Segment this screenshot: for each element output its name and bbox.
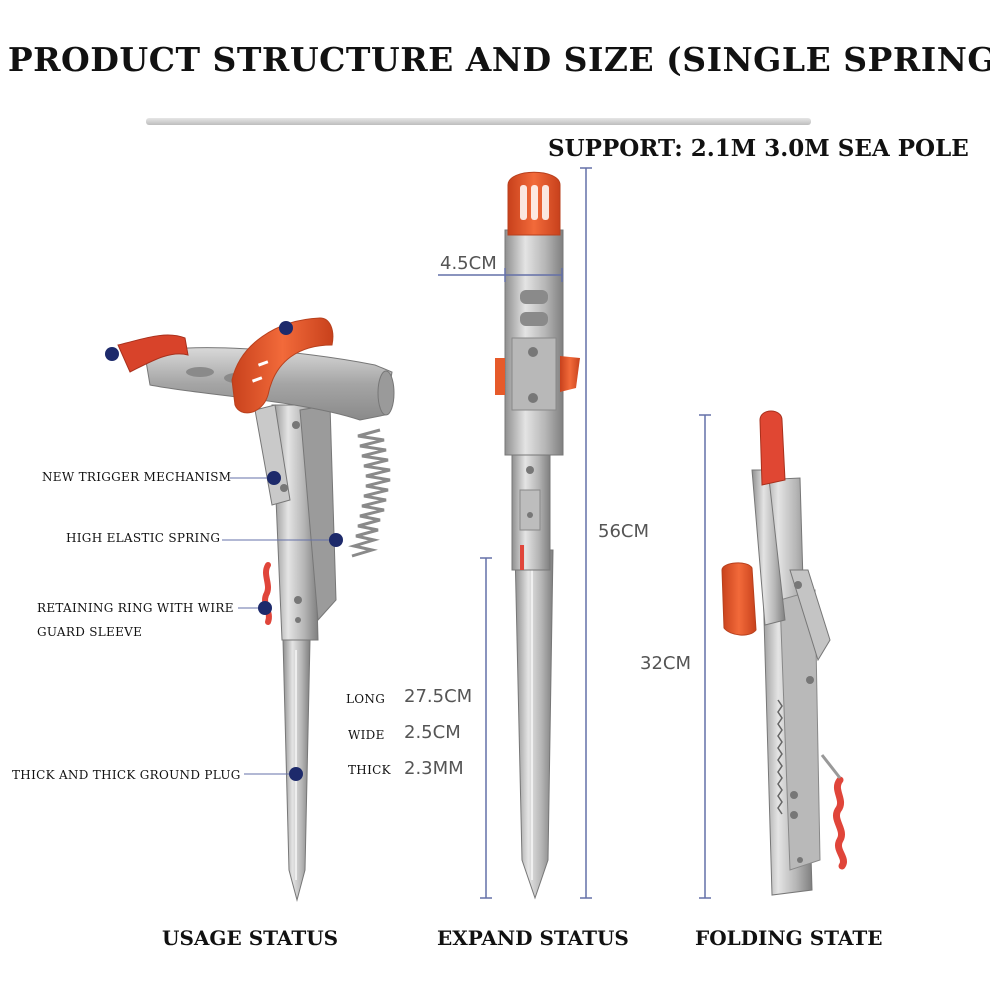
label-trigger-mechanism: NEW TRIGGER MECHANISM <box>42 470 232 484</box>
spec-thick-value: 2.3MM <box>404 758 464 779</box>
page-title: PRODUCT STRUCTURE AND SIZE (SINGLE SPRIN… <box>7 40 990 79</box>
dim-folded-length: 32CM <box>640 653 692 674</box>
usage-status-holder <box>105 317 395 902</box>
caption-usage-status: USAGE STATUS <box>162 926 339 950</box>
expand-status-holder <box>438 167 592 900</box>
label-retaining-ring-line2: GUARD SLEEVE <box>37 625 143 639</box>
caption-expand-status: EXPAND STATUS <box>437 926 629 950</box>
spec-long-value: 27.5CM <box>404 686 473 707</box>
callout-dot-spring <box>329 533 343 547</box>
spec-long-label: LONG <box>346 692 386 706</box>
title-divider <box>146 118 811 125</box>
callout-dot-plug <box>289 767 303 781</box>
callout-dot-tip <box>105 347 119 361</box>
callout-dot-ring <box>258 601 272 615</box>
label-ground-plug: THICK AND THICK GROUND PLUG <box>12 768 241 782</box>
callout-dot-trigger <box>267 471 281 485</box>
spec-wide-label: WIDE <box>348 728 385 742</box>
callout-dot-strap <box>279 321 293 335</box>
spec-thick-label: THICK <box>348 763 391 777</box>
support-text: SUPPORT: 2.1M 3.0M SEA POLE <box>548 135 969 162</box>
folding-state-holder <box>699 410 847 899</box>
dim-total-length: 56CM <box>598 521 650 542</box>
label-retaining-ring-line1: RETAINING RING WITH WIRE <box>37 601 234 615</box>
label-elastic-spring: HIGH ELASTIC SPRING <box>66 531 221 545</box>
spec-wide-value: 2.5CM <box>404 722 461 743</box>
caption-folding-state: FOLDING STATE <box>695 926 883 950</box>
dim-head-width: 4.5CM <box>440 253 497 274</box>
